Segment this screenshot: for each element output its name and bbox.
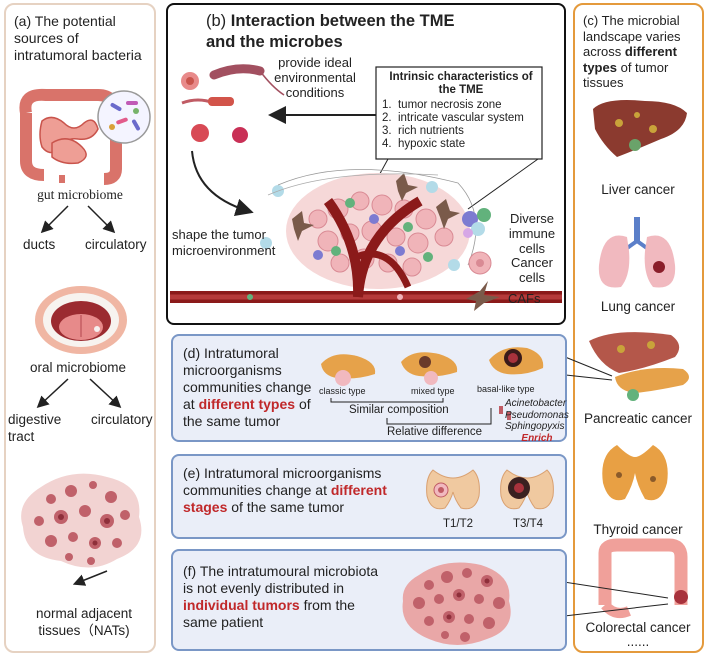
relative-difference-label: Relative difference [387, 426, 483, 438]
legend-cancer-label: Cancer cells [511, 255, 553, 285]
gut-microbiome-label: gut microbiome [37, 187, 123, 202]
gut-arrows [40, 205, 116, 234]
ducts-label: ducts [23, 237, 56, 252]
intrinsic-item: 3. rich nutrients [382, 125, 464, 137]
classic-type-label: classic type [319, 386, 366, 396]
panel-c: (c) The microbial landscape varies acros… [573, 3, 704, 653]
panel-d-text: (d) Intratumoral microorganisms communit… [183, 345, 312, 429]
cancer-label-lung: Lung cancer [600, 299, 676, 314]
panel-a: (a) The potential sources of intratumora… [4, 3, 156, 653]
intrinsic-item: 1. tumor necrosis zone [382, 99, 502, 111]
bacterium-label: Acinetobacter [505, 398, 567, 409]
panel-e: (e) Intratumoral microorganisms communit… [171, 454, 567, 539]
organ-illustrations [589, 100, 689, 618]
legend-cafs-label: CAFs [508, 291, 541, 306]
panel-a-title: (a) The potential sources of intratumora… [14, 13, 154, 64]
panel-b-title: (b) Interaction between the TME and the … [206, 11, 466, 53]
caf-icon [466, 281, 500, 311]
mouth-illustration [35, 286, 127, 354]
bacterium-label: Sphingopyxis [505, 421, 565, 432]
cancer-label-colorectal: Colorectal cancer [585, 620, 691, 635]
enrich-label: Enrich [521, 432, 553, 444]
shape-tme-label: shape the tumor microenvironment [172, 227, 276, 258]
liver-icon [593, 100, 687, 157]
circulatory-label-1: circulatory [85, 237, 147, 252]
cancer-label-pancreatic: Pancreatic cancer [583, 411, 693, 426]
enriched-bacteria-list: Acinetobacter Pseudomonas Sphingopyxis E… [505, 398, 569, 444]
pancreas-icon [589, 332, 689, 401]
panel-c-letter: (c) [583, 13, 599, 28]
nat-label: normal adjacent tissues（NATs) [35, 606, 133, 638]
intrinsic-item: 4. hypoxic state [382, 138, 466, 150]
circulatory-label-2: circulatory [91, 412, 153, 427]
intrinsic-item: 2. intricate vascular system [382, 112, 524, 124]
cancer-cell-icon [468, 251, 492, 275]
panel-d: (d) Intratumoral microorganisms communit… [171, 334, 569, 444]
lungs-icon [598, 217, 676, 288]
stage-t3t4-label: T3/T4 [513, 518, 544, 530]
more-ellipsis: ...... [626, 634, 650, 649]
basal-type-label: basal-like type [477, 384, 535, 394]
digestive-tract-label: digestive tract [8, 412, 62, 444]
oral-microbiome-label: oral microbiome [30, 360, 127, 375]
provide-conditions-label: provide ideal environmental conditions [274, 55, 356, 100]
immune-cells-icon [462, 208, 491, 238]
tme-illustration [170, 64, 562, 311]
stage-t1t2-label: T1/T2 [443, 518, 474, 530]
intrinsic-box-title: Intrinsic characteristics of the TME [389, 71, 533, 96]
thyroid-stages-illustration [426, 469, 554, 510]
thyroid-icon [602, 445, 668, 501]
panel-f: (f) The intratumoural microbiota is not … [171, 549, 567, 651]
tumor-distribution-illustration [402, 562, 511, 645]
panel-b-title-text: Interaction between the TME and the micr… [206, 12, 455, 51]
legend-immune-label: Diverse immune cells [508, 211, 556, 256]
intrinsic-box: Intrinsic characteristics of the TME 1. … [382, 71, 540, 151]
cancer-label-thyroid: Thyroid cancer [593, 522, 683, 537]
panel-c-title: (c) The microbial landscape varies acros… [583, 13, 681, 90]
bacterium-label: Pseudomonas [505, 409, 569, 421]
intestine-illustration [19, 88, 151, 185]
panel-b: (b) Interaction between the TME and the … [166, 3, 566, 325]
similar-composition-label: Similar composition [349, 404, 449, 416]
oral-arrows [36, 378, 122, 409]
mixed-type-label: mixed type [411, 386, 455, 396]
nat-tissue-illustration [21, 473, 142, 586]
panel-a-title-text: The potential sources of intratumoral ba… [14, 13, 142, 63]
cancer-label-liver: Liver cancer [601, 182, 675, 197]
panel-e-text: (e) Intratumoral microorganisms communit… [183, 465, 387, 515]
colon-icon [598, 538, 688, 618]
panel-a-letter: (a) [14, 13, 32, 29]
panel-f-text: (f) The intratumoural microbiota is not … [183, 563, 379, 630]
pancreas-types-illustration [321, 347, 544, 425]
panel-b-letter: (b) [206, 12, 227, 30]
